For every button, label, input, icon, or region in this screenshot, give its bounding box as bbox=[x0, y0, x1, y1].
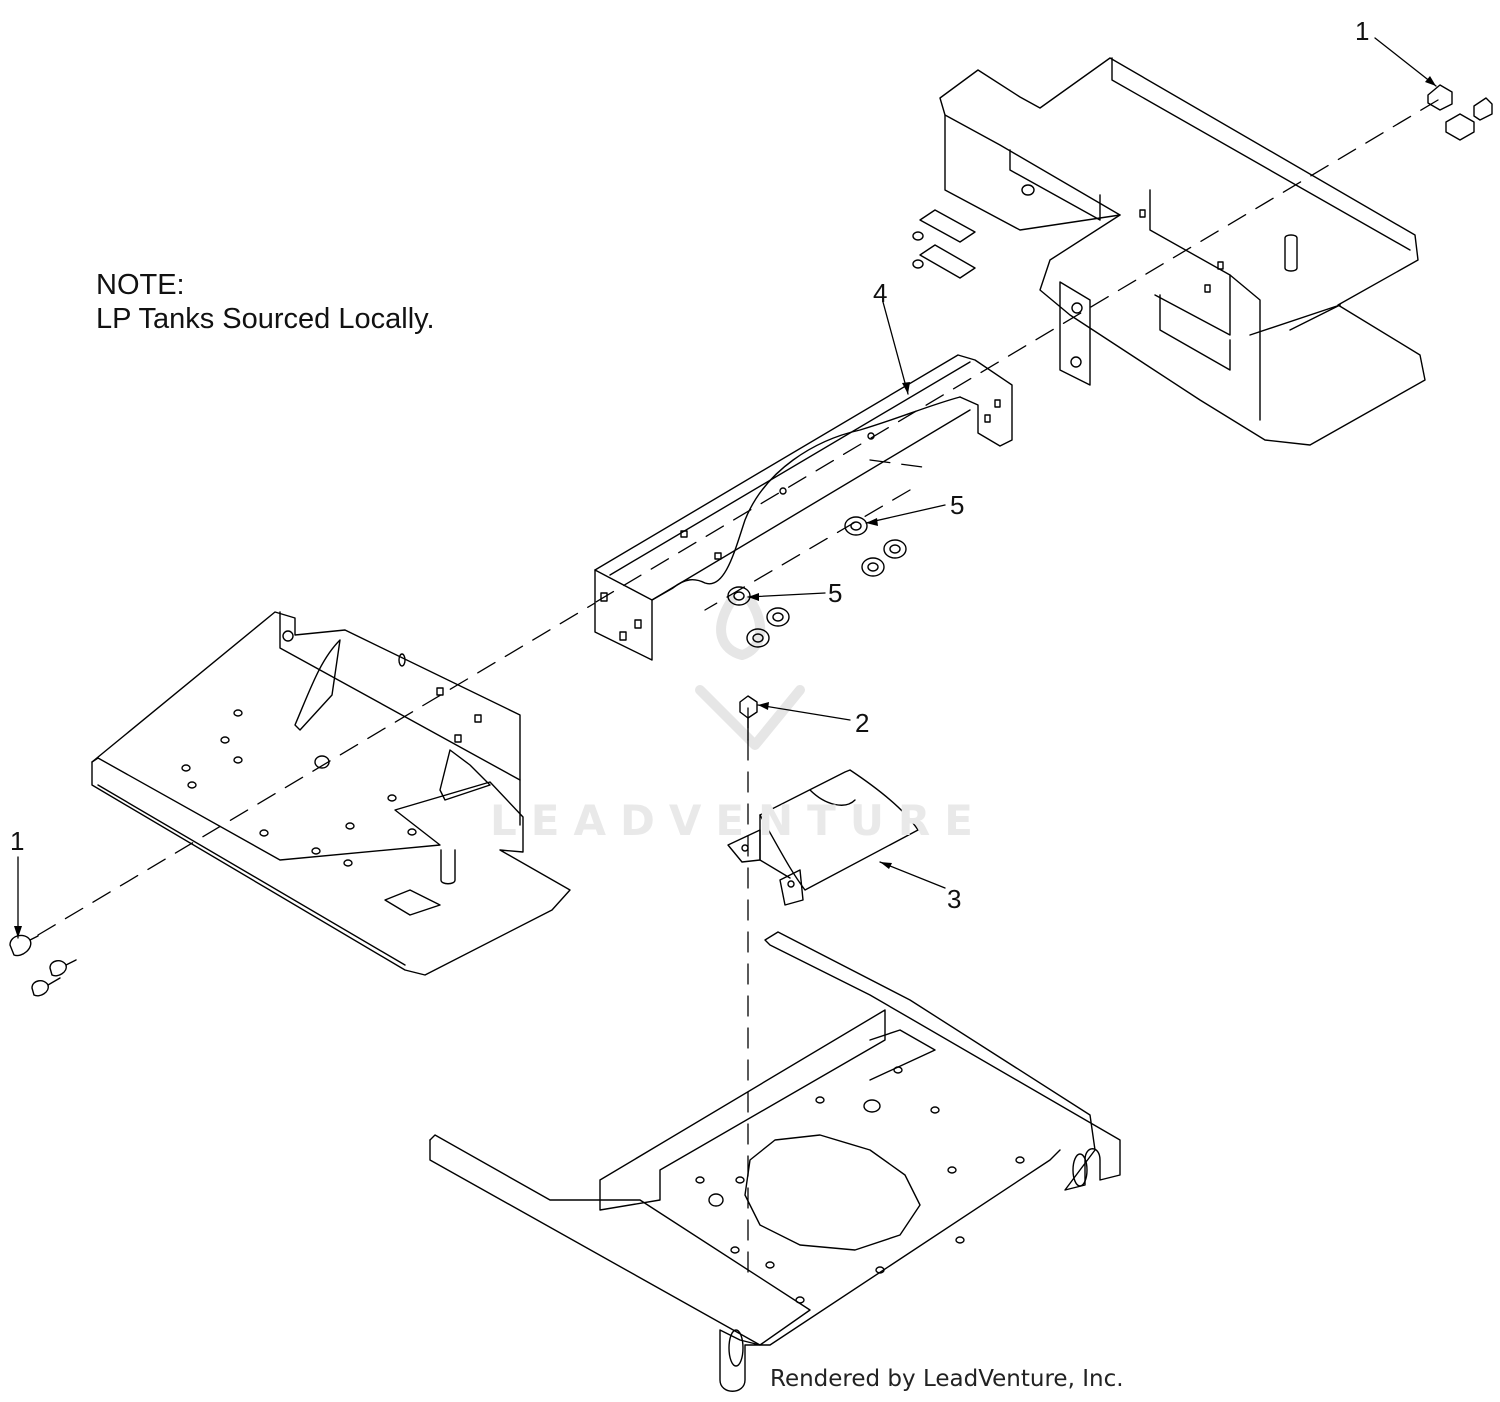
mower-frame bbox=[429, 931, 1121, 1392]
assembly-axis-lines bbox=[37, 99, 1439, 1281]
carriage-bolts-right bbox=[1427, 84, 1493, 141]
callout-heat-shield: 3 bbox=[947, 884, 962, 914]
note-text: LP Tanks Sourced Locally. bbox=[96, 303, 435, 335]
watermark-text: LEADVENTURE bbox=[490, 796, 987, 845]
flange-nut bbox=[844, 516, 868, 536]
callout-bolt-left: 1 bbox=[10, 826, 25, 856]
flange-nut bbox=[766, 607, 790, 627]
upper-tank-tray bbox=[912, 57, 1426, 446]
watermark-logo bbox=[695, 595, 805, 750]
mount-bracket bbox=[594, 354, 1013, 661]
callout-nut-upper: 5 bbox=[950, 490, 965, 520]
heat-shield bbox=[727, 769, 919, 906]
hex-screw bbox=[739, 695, 758, 741]
flange-nut bbox=[861, 557, 885, 577]
flange-nuts bbox=[727, 516, 907, 648]
callout-arrowheads bbox=[14, 76, 1436, 938]
callout-screw: 2 bbox=[855, 708, 870, 738]
carriage-bolts-left bbox=[9, 934, 77, 997]
note-block: NOTE: LP Tanks Sourced Locally. bbox=[96, 268, 435, 336]
callout-bolt-right: 1 bbox=[1355, 16, 1370, 46]
callout-nut-lower: 5 bbox=[828, 578, 843, 608]
flange-nut bbox=[727, 586, 751, 606]
lower-tank-tray bbox=[91, 611, 571, 976]
rendered-by-footer: Rendered by LeadVenture, Inc. bbox=[770, 1366, 1124, 1392]
note-heading: NOTE: bbox=[96, 269, 185, 301]
callout-mount-bracket: 4 bbox=[873, 278, 888, 308]
callout-leaders bbox=[17, 37, 1437, 939]
flange-nut bbox=[746, 628, 770, 648]
flange-nut bbox=[883, 539, 907, 559]
